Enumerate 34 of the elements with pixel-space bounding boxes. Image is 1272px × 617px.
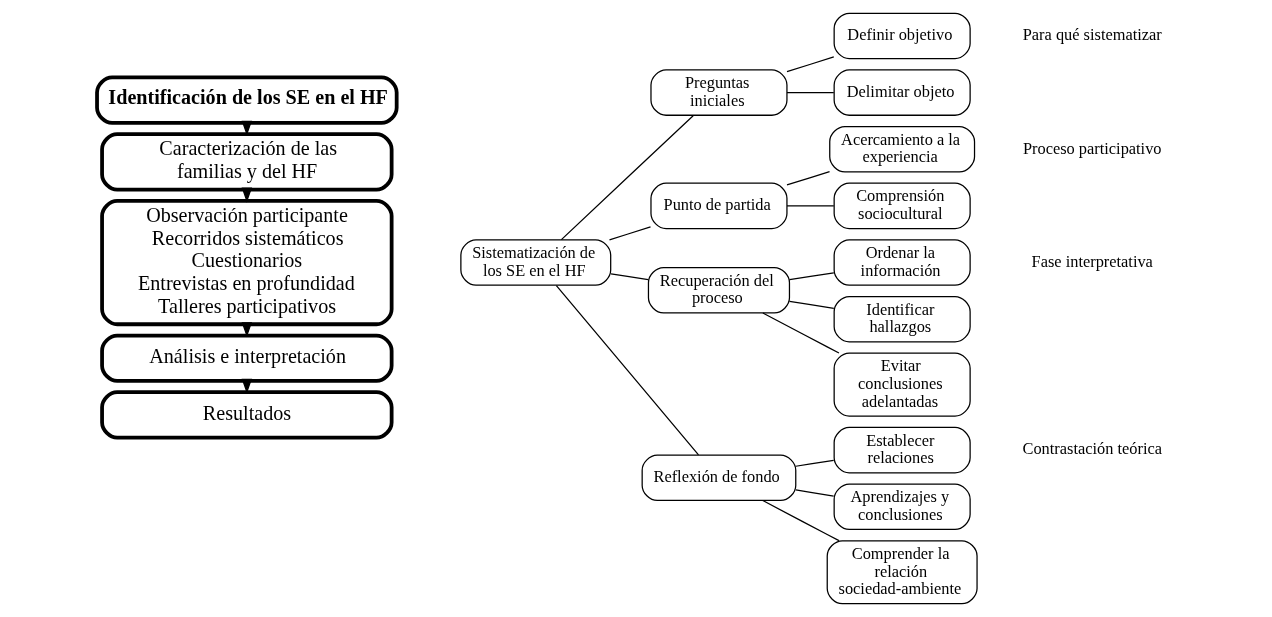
- connector: [608, 226, 651, 241]
- node-box: Reflexión de fondo: [641, 454, 796, 502]
- node-box: Punto de partida: [649, 182, 788, 230]
- connector: [785, 56, 834, 73]
- label: Proceso participativo: [1022, 138, 1162, 158]
- connector: [785, 205, 834, 207]
- connector: [788, 300, 834, 310]
- connector: [785, 91, 834, 94]
- node-box: Establecer relaciones: [833, 426, 971, 474]
- connector: [794, 459, 834, 467]
- label: Para qué sistematizar: [1022, 25, 1162, 45]
- node-box: Delimitar objeto: [833, 69, 971, 116]
- node-box: Acercamiento a la experiencia: [828, 125, 975, 173]
- node-box: Ordenar la información: [833, 239, 971, 286]
- connector: [788, 272, 834, 281]
- label: Fase interpretativa: [1031, 251, 1153, 271]
- connector: [785, 171, 830, 186]
- node-box: Recuperación del proceso: [647, 266, 790, 314]
- node-box: Definir objetivo: [833, 12, 971, 60]
- node-box: Preguntas iniciales: [649, 69, 788, 116]
- connector: [761, 312, 840, 354]
- node-box: Resultados: [99, 390, 393, 440]
- connector: [761, 499, 840, 542]
- node-box: Identificar hallazgos: [833, 295, 971, 343]
- connector: [609, 273, 649, 281]
- connector: [560, 115, 694, 241]
- label: Contrastación teórica: [1022, 439, 1162, 459]
- connector: [555, 284, 699, 456]
- node-box: Aprendizajes y conclusiones: [833, 483, 971, 531]
- connector: [794, 489, 834, 497]
- node-box: Evitar conclusiones adelantadas: [833, 352, 971, 417]
- node-box: Comprensión sociocultural: [833, 182, 971, 230]
- node-box: Comprender la relación sociedad-ambiente: [826, 540, 978, 605]
- node-box: Sistematización de los SE en el HF: [459, 239, 611, 286]
